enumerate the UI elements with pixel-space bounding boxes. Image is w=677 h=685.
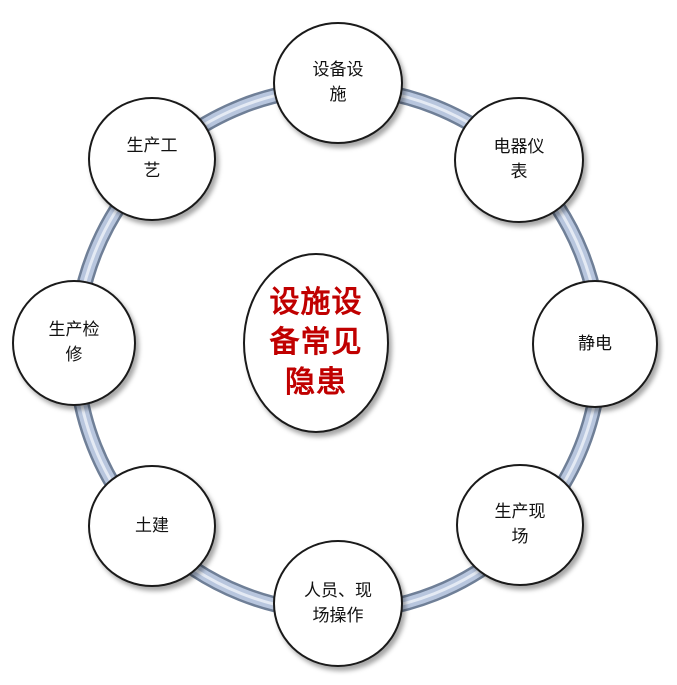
node-civil-construction-label: 土建: [135, 515, 169, 536]
node-production-site: 生产现场: [456, 464, 584, 586]
node-personnel-site-operation-label: 人员、现场操作: [304, 580, 372, 626]
node-electrical-instruments: 电器仪表: [454, 97, 584, 223]
node-production-maintenance: 生产检修: [12, 280, 136, 406]
node-production-process: 生产工艺: [88, 97, 216, 221]
node-production-process-label: 生产工艺: [126, 136, 178, 181]
node-production-maintenance-label: 生产检修: [48, 320, 100, 365]
node-static-electricity: 静电: [532, 280, 658, 408]
center-topic-circle: 设施设备常见隐患: [243, 253, 389, 433]
node-static-electricity-label: 静电: [578, 333, 612, 354]
node-facilities: 设备设施: [273, 22, 403, 144]
node-electrical-instruments-label: 电器仪表: [493, 137, 545, 182]
node-civil-construction: 土建: [88, 465, 216, 587]
center-topic-label: 设施设备常见隐患: [269, 285, 363, 400]
node-facilities-label: 设备设施: [312, 60, 364, 105]
node-personnel-site-operation: 人员、现场操作: [273, 540, 403, 667]
node-production-site-label: 生产现场: [494, 502, 546, 547]
